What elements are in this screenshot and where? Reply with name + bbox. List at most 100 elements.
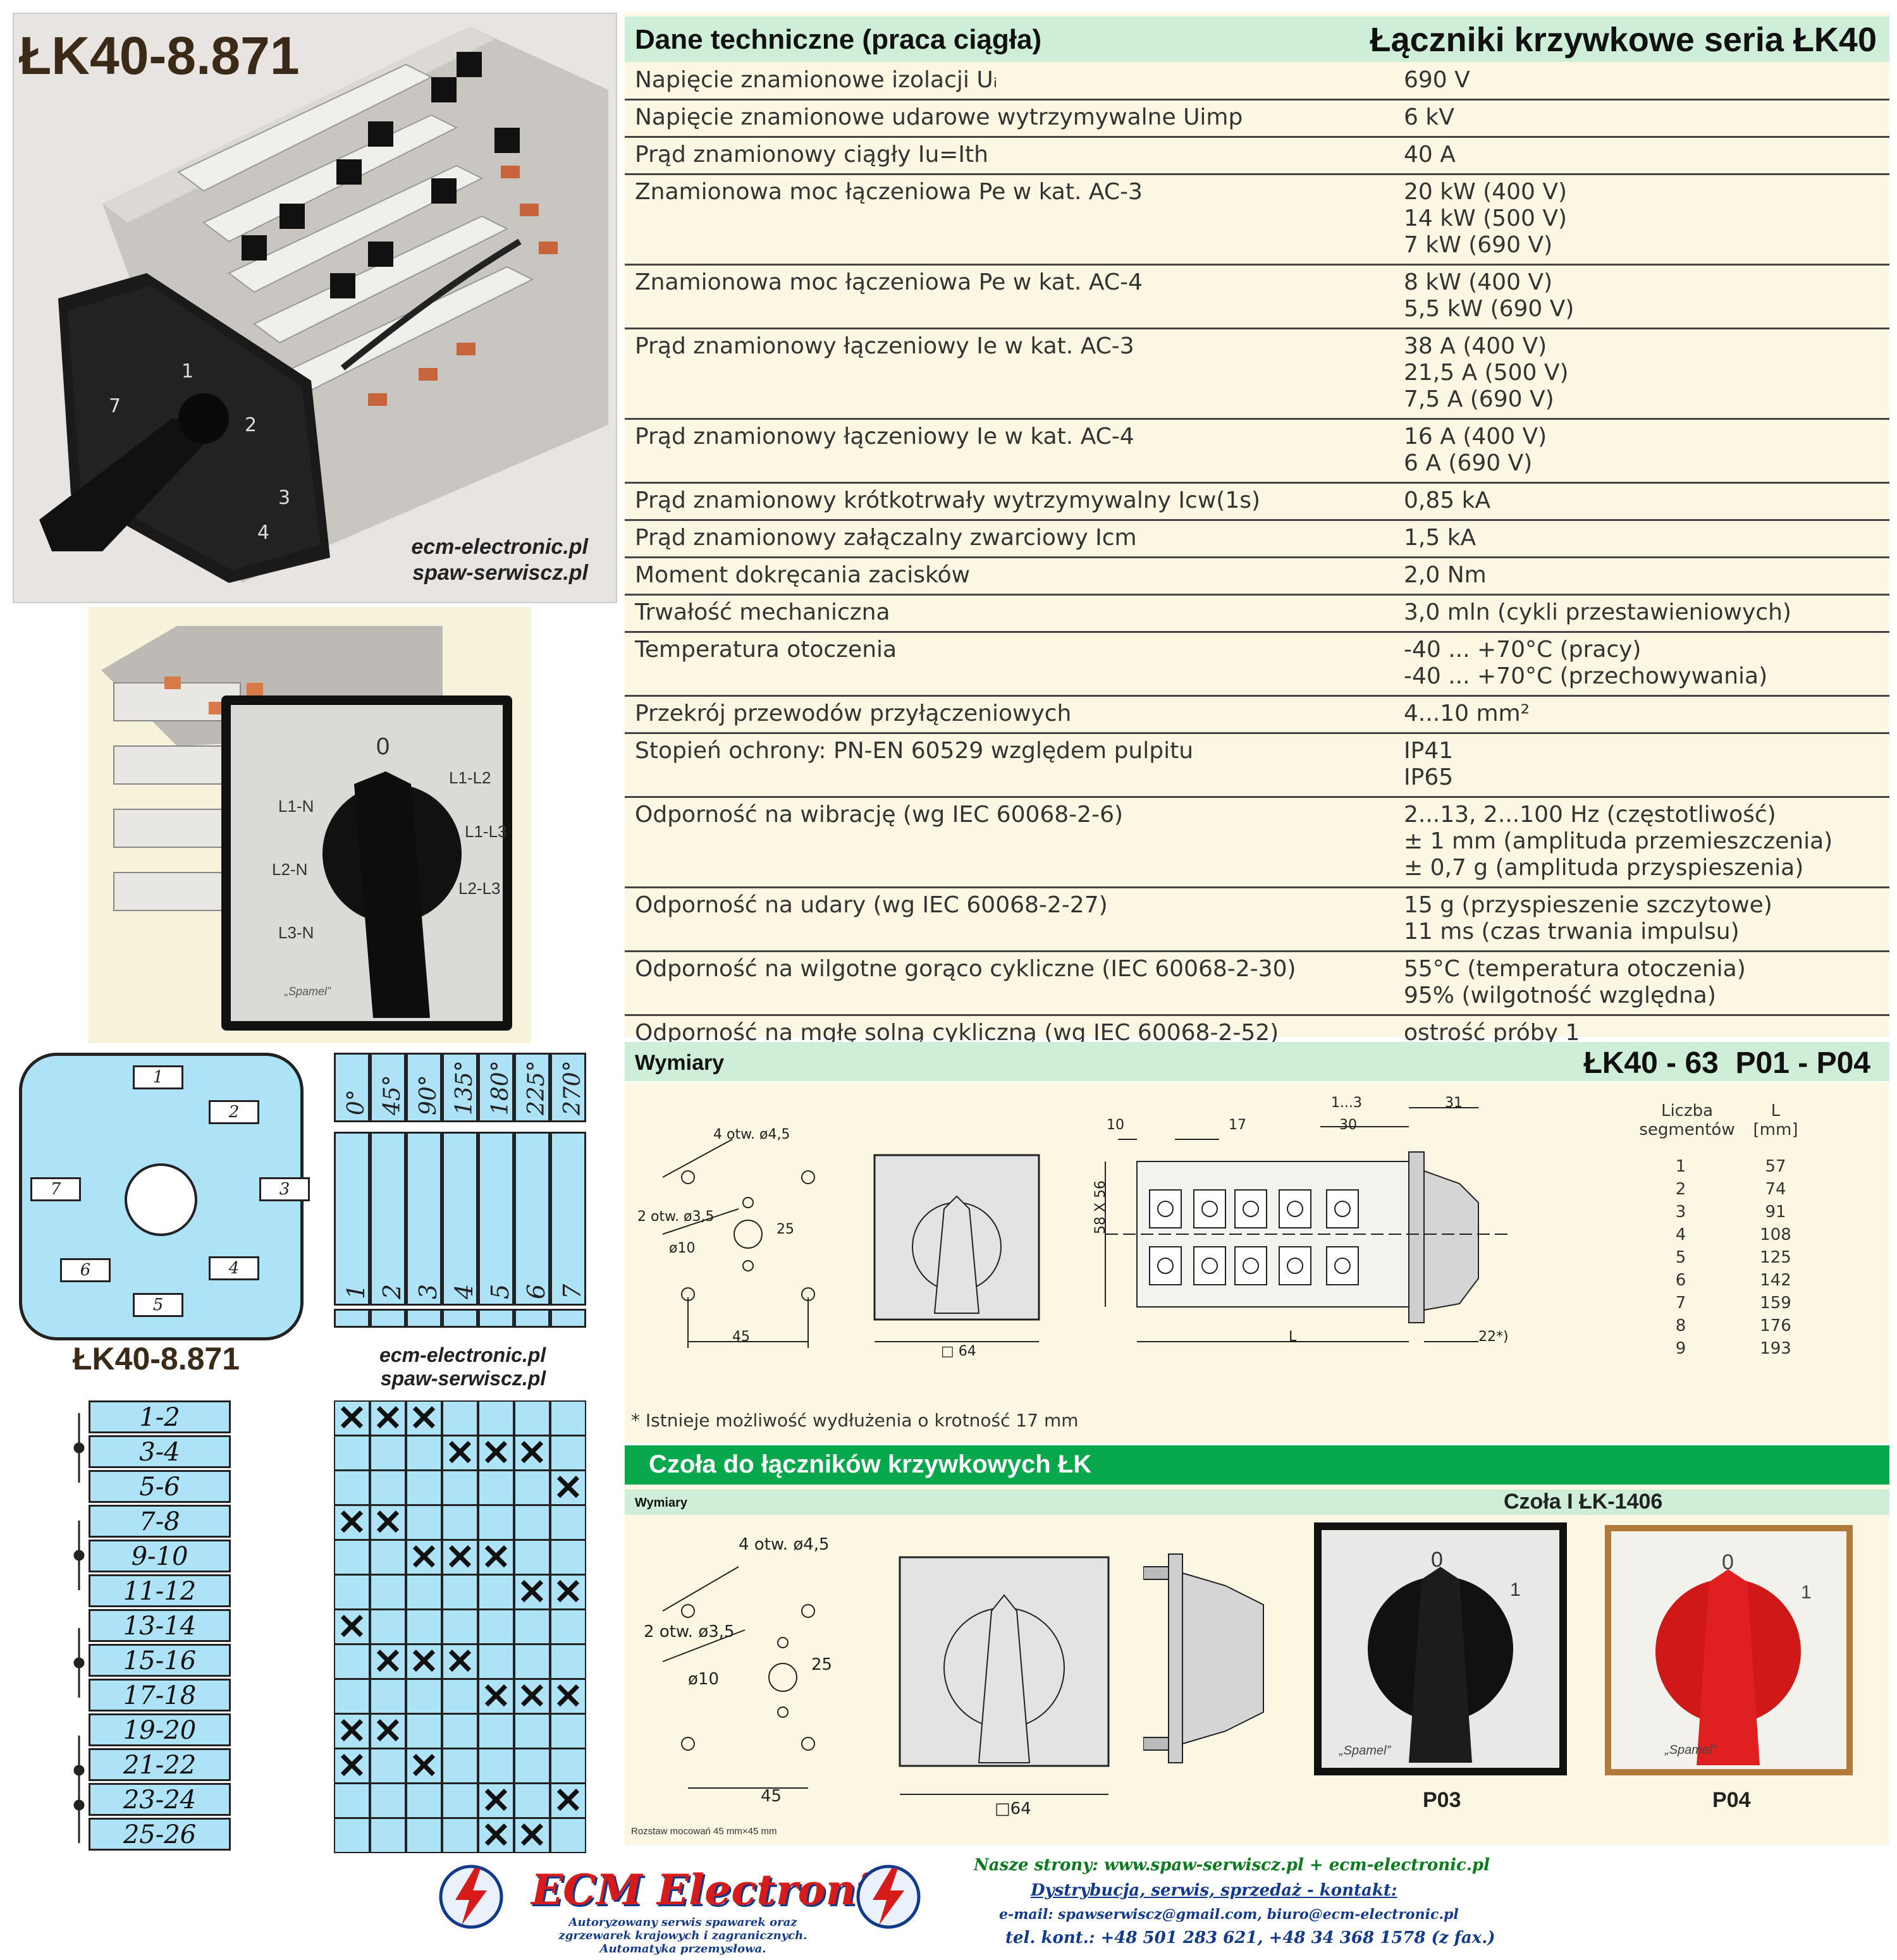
faces-sub-title: Wymiary <box>635 1496 688 1510</box>
column-number: 1 <box>342 1283 370 1299</box>
column-footer <box>442 1309 478 1328</box>
spec-row: Odporność na udary (wg IEC 60068-2-27)15… <box>625 888 1889 952</box>
seg-header-count: Liczba segmentów <box>1639 1101 1735 1139</box>
spec-value: 16 A (400 V) 6 A (690 V) <box>1404 424 1547 476</box>
contact-open-cell <box>406 1505 442 1540</box>
seg-count: 3 <box>1675 1203 1686 1222</box>
dimensions-header: Wymiary ŁK40 - 63 P01 - P04 <box>625 1042 1889 1081</box>
contact-closed-mark: ✕ <box>550 1470 586 1505</box>
faces-4-holes: 4 otw. ø4,5 <box>739 1535 830 1554</box>
spec-key: Znamionowa moc łączeniowa Pe w kat. AC-4 <box>635 269 1143 295</box>
face-photo-p03: 0 1 „Spamel” <box>1314 1522 1567 1775</box>
spec-value: -40 ... +70°C (pracy) -40 ... +70°C (prz… <box>1404 637 1768 689</box>
site-caption-2: spaw-serwiscz.pl <box>412 560 588 585</box>
p03-pos-1: 1 <box>1510 1579 1521 1600</box>
contact-open-cell <box>514 1400 550 1436</box>
contact-open-cell <box>514 1470 550 1505</box>
contact-closed-mark: ✕ <box>478 1540 514 1575</box>
faces-2-holes: 2 otw. ø3,5 <box>644 1622 735 1641</box>
contact-pair: 5-6 <box>89 1470 231 1503</box>
seg-length: 176 <box>1760 1316 1791 1335</box>
spec-row: Prąd znamionowy łączeniowy Ie w kat. AC-… <box>625 329 1889 420</box>
contact-closed-mark: ✕ <box>406 1540 442 1575</box>
svg-text:1: 1 <box>181 360 193 383</box>
contact-open-cell <box>478 1748 514 1784</box>
spec-row: Znamionowa moc łączeniowa Pe w kat. AC-3… <box>625 175 1889 266</box>
angle-label: 180° <box>488 1060 513 1115</box>
seg-length: 91 <box>1765 1203 1786 1222</box>
angle-cell: 270° <box>550 1053 586 1122</box>
faces-mount-note: Rozstaw mocowań 45 mm×45 mm <box>631 1826 777 1837</box>
dial-position-label: 2 <box>209 1100 259 1124</box>
contact-closed-mark: ✕ <box>442 1644 478 1679</box>
spec-row: Odporność na wilgotne gorąco cykliczne (… <box>625 952 1889 1016</box>
seg-length: 159 <box>1760 1294 1791 1313</box>
angle-label: 270° <box>560 1060 586 1115</box>
contact-closed-mark: ✕ <box>550 1679 586 1714</box>
column-footer <box>334 1309 370 1328</box>
front-position-l2-n: L2-N <box>272 860 308 879</box>
faces-subheader: Wymiary <box>625 1490 1889 1515</box>
spec-value: 3,0 mln (cykli przestawieniowych) <box>1404 599 1791 625</box>
contact-open-cell <box>478 1574 514 1610</box>
spec-row: Odporność na mgłę solną cykliczną (wg IE… <box>625 1016 1889 1053</box>
contact-open-cell <box>406 1470 442 1505</box>
photo-site-captions: ecm-electronic.pl spaw-serwiscz.pl <box>379 534 588 586</box>
contact-open-cell <box>550 1435 586 1471</box>
svg-text:7: 7 <box>109 395 121 417</box>
dim-58x56: 58 X 56 <box>1093 1180 1108 1234</box>
spec-key: Prąd znamionowy załączalny zwarciowy Icm <box>635 525 1137 551</box>
column-footer <box>406 1309 442 1328</box>
contact-open-cell <box>370 1609 406 1645</box>
diagram-site-1: ecm-electronic.pl <box>379 1344 546 1366</box>
svg-text:2: 2 <box>245 414 257 436</box>
footer-email[interactable]: e-mail: spawserwiscz@gmail.com, biuro@ec… <box>999 1906 1459 1923</box>
spec-row: Znamionowa moc łączeniowa Pe w kat. AC-4… <box>625 266 1889 329</box>
contact-open-cell <box>370 1574 406 1610</box>
seg-length: 57 <box>1765 1157 1786 1176</box>
column-number: 7 <box>558 1283 586 1299</box>
p04-label: P04 <box>1712 1788 1751 1812</box>
spec-key: Przekrój przewodów przyłączeniowych <box>635 701 1072 726</box>
angle-label: 135° <box>451 1060 477 1115</box>
spec-row: Prąd znamionowy załączalny zwarciowy Icm… <box>625 521 1889 558</box>
p04-brand: „Spamel” <box>1665 1743 1717 1757</box>
dial-position-label: 4 <box>209 1256 259 1280</box>
column-cell: 7 <box>550 1132 586 1306</box>
contact-open-cell <box>514 1644 550 1679</box>
diagram-site-captions: ecm-electronic.pl spaw-serwiscz.pl <box>379 1344 546 1390</box>
footer-sites[interactable]: Nasze strony: www.spaw-serwiscz.pl + ecm… <box>974 1856 1490 1875</box>
contact-open-cell <box>478 1644 514 1679</box>
contact-open-cell <box>406 1713 442 1749</box>
seg-count: 6 <box>1675 1271 1686 1290</box>
spec-table-background <box>625 13 1889 1037</box>
faces-45: 45 <box>761 1787 782 1806</box>
spec-key: Temperatura otoczenia <box>635 637 897 663</box>
contact-closed-mark: ✕ <box>442 1435 478 1471</box>
spec-value: 20 kW (400 V) 14 kW (500 V) 7 kW (690 V) <box>1404 179 1568 258</box>
contact-pair: 19-20 <box>89 1713 231 1746</box>
spec-table-header: Dane techniczne (praca ciągła) Łączniki … <box>625 16 1889 62</box>
contact-open-cell <box>442 1505 478 1540</box>
column-footer <box>370 1309 406 1328</box>
faces-panel: Wymiary Czoła I ŁK-1406 4 otw. ø4,5 2 ot… <box>625 1485 1889 1845</box>
spec-table-title: Dane techniczne (praca ciągła) <box>635 24 1042 55</box>
ecm-logo-left-icon <box>439 1865 503 1929</box>
dial-position-label: 1 <box>133 1065 183 1089</box>
contact-open-cell <box>442 1470 478 1505</box>
angle-label: 225° <box>524 1060 549 1115</box>
spec-row: Napięcie znamionowe udarowe wytrzymywaln… <box>625 101 1889 138</box>
faces-d10: ø10 <box>688 1670 719 1689</box>
contact-open-cell <box>550 1748 586 1784</box>
angle-cell: 180° <box>478 1053 514 1122</box>
contact-open-cell <box>550 1540 586 1575</box>
footer-brand: ECM Electronic <box>531 1865 897 1914</box>
p03-brand: „Spamel” <box>1339 1744 1391 1758</box>
diagram-product-code: ŁK40-8.871 <box>73 1341 240 1376</box>
red-knob-icon <box>1655 1569 1801 1765</box>
contact-open-cell <box>334 1818 370 1853</box>
spec-key: Moment dokręcania zacisków <box>635 562 971 588</box>
dim-25: 25 <box>777 1222 794 1237</box>
